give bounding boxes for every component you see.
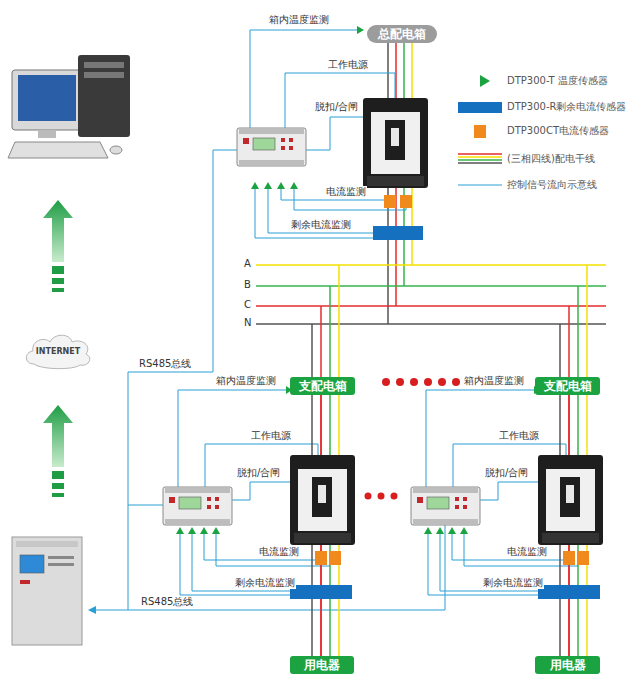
signal-label: RS485总线: [140, 596, 194, 608]
signal-label: 脱扣/合闸: [484, 467, 529, 479]
box-band: 用电器: [535, 656, 600, 674]
signal-label: 剩余电流监测: [482, 577, 544, 589]
signal-label: 工作电源: [250, 430, 292, 442]
signal-label: 电流监测: [325, 186, 367, 198]
box-band: 支配电箱: [535, 377, 600, 395]
signal-label: RS485总线: [138, 358, 192, 370]
signal-label: 箱内温度监测: [268, 14, 330, 26]
legend-text: DTP300-T 温度传感器: [507, 75, 608, 87]
legend-swatch: [458, 102, 502, 113]
node-text: 支配电箱: [299, 378, 347, 395]
signal-label: N: [243, 317, 252, 329]
internet-cloud: INTERNET: [22, 330, 94, 372]
legend-text: 控制信号流向示意线: [507, 179, 597, 191]
node-text: INTERNET: [36, 347, 80, 356]
legend-swatch: [474, 125, 486, 138]
signal-label: 工作电源: [498, 430, 540, 442]
node-text: 用电器: [550, 657, 586, 674]
legend-text: DTP300CT电流传感器: [507, 125, 609, 137]
node-text: 用电器: [304, 657, 340, 674]
signal-label: 箱内温度监测: [463, 375, 525, 387]
signal-label: 箱内温度监测: [215, 375, 277, 387]
signal-label: 工作电源: [327, 59, 369, 71]
box-band: 支配电箱: [290, 377, 355, 395]
node-text: 支配电箱: [544, 378, 592, 395]
box-band: 总配电箱: [367, 25, 437, 43]
signal-label: 电流监测: [258, 546, 300, 558]
node-text: 总配电箱: [378, 26, 426, 43]
signal-label: 脱扣/合闸: [236, 467, 281, 479]
signal-label: B: [243, 279, 252, 291]
signal-label: 剩余电流监测: [234, 577, 296, 589]
legend-text: (三相四线)配电干线: [507, 153, 595, 165]
signal-label: A: [243, 258, 252, 270]
signal-label: 电流监测: [506, 546, 548, 558]
signal-label: 脱扣/合闸: [314, 101, 359, 113]
box-band: 用电器: [290, 656, 354, 674]
signal-label: C: [243, 299, 252, 311]
signal-label: 剩余电流监测: [290, 219, 352, 231]
legend-text: DTP300-R剩余电流传感器: [507, 101, 626, 113]
